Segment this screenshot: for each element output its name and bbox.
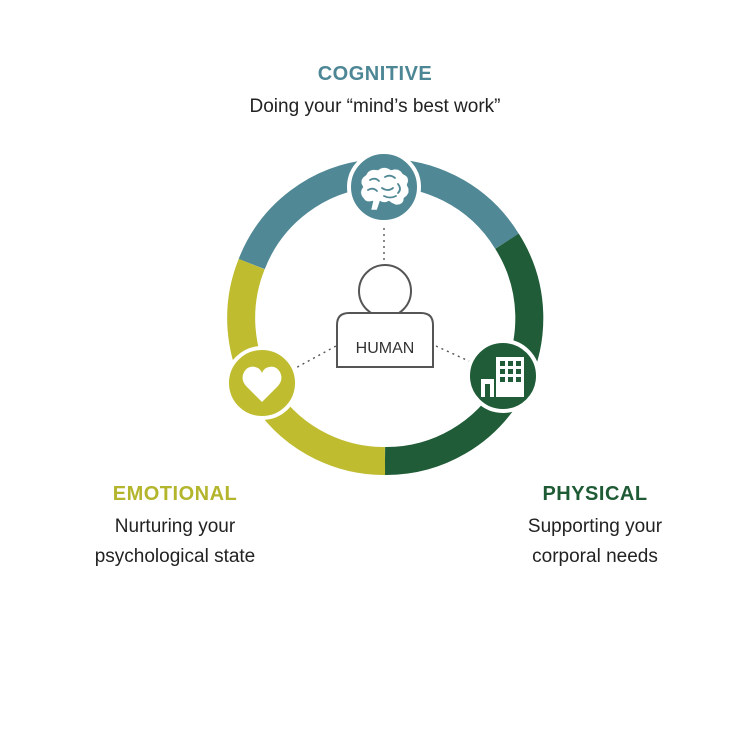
cognitive-label-group: COGNITIVE Doing your “mind’s best work” — [175, 62, 575, 122]
physical-description-line1: Supporting your — [527, 516, 663, 537]
connector-physical — [435, 345, 472, 363]
person-icon — [336, 264, 434, 368]
emotional-label-group: EMOTIONAL Nurturing your psychological s… — [60, 482, 290, 572]
brain-icon — [360, 167, 410, 211]
physical-description-line2: corporal needs — [532, 546, 658, 567]
physical-node — [466, 339, 540, 413]
emotional-node — [225, 346, 299, 420]
cognitive-node — [347, 150, 421, 224]
connector-emotional — [291, 345, 337, 371]
cognitive-title: COGNITIVE — [317, 63, 433, 85]
emotional-title: EMOTIONAL — [112, 483, 238, 505]
physical-title: PHYSICAL — [542, 483, 648, 505]
emotional-description-line1: Nurturing your — [114, 516, 236, 537]
cognitive-description: Doing your “mind’s best work” — [249, 96, 501, 117]
emotional-description-line2: psychological state — [94, 546, 256, 567]
physical-label-group: PHYSICAL Supporting your corporal needs — [485, 482, 705, 572]
center-label: HUMAN — [356, 340, 415, 357]
heart-icon — [242, 366, 282, 402]
building-icon — [481, 357, 524, 397]
